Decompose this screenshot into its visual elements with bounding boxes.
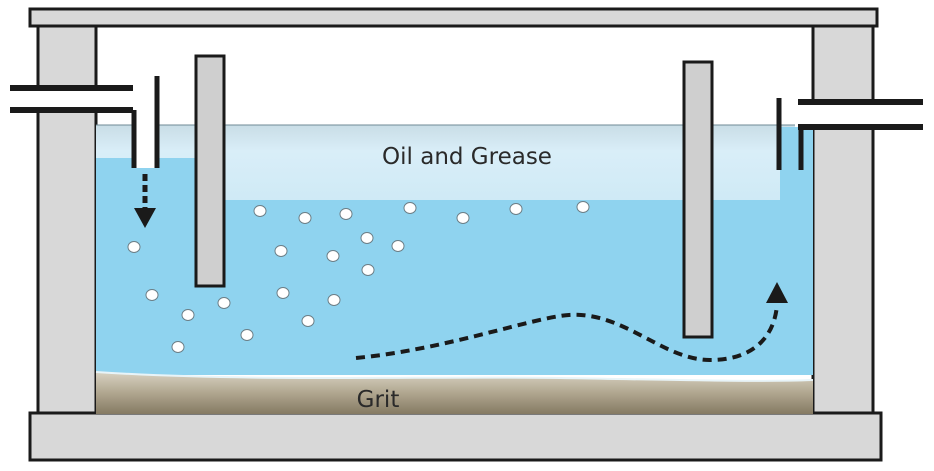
inlet-baffle [194, 54, 226, 288]
oil-droplet [576, 201, 590, 213]
tank-right-wall [811, 24, 875, 418]
dashed-down-arrow-icon [134, 174, 156, 228]
oil-droplet [456, 212, 470, 224]
outlet-baffle [682, 60, 714, 339]
oil-droplet [326, 250, 340, 262]
tank-left-wall [36, 24, 98, 418]
grit-layer [96, 372, 813, 414]
oil-grease-layer [96, 125, 813, 200]
oil-droplet [181, 309, 195, 321]
tank-floor [28, 411, 883, 462]
oil-droplet [391, 240, 405, 252]
oil-droplet [509, 203, 523, 215]
inlet-pipe [10, 76, 160, 168]
oil-droplet [298, 212, 312, 224]
oil-droplet [145, 289, 159, 301]
oil-droplets [127, 201, 590, 353]
oil-droplet [253, 205, 267, 217]
oil-droplet [276, 287, 290, 299]
tank-lid [28, 7, 879, 28]
oil-droplet [327, 294, 341, 306]
grit-label: Grit [357, 387, 400, 413]
oil-droplet [360, 232, 374, 244]
oil-droplet [171, 341, 185, 353]
outlet-pipe [776, 98, 923, 170]
oil-droplet [361, 264, 375, 276]
oil-droplet [127, 241, 141, 253]
oil-droplet [339, 208, 353, 220]
oil-droplet [274, 245, 288, 257]
oil-droplet [217, 297, 231, 309]
oil-droplet [301, 315, 315, 327]
dashed-curved-arrow-icon [355, 282, 788, 363]
grit-surface-line [95, 371, 814, 382]
oil-droplet [403, 202, 417, 214]
oil-grease-label: Oil and Grease [382, 144, 552, 170]
oil-droplet [240, 329, 254, 341]
